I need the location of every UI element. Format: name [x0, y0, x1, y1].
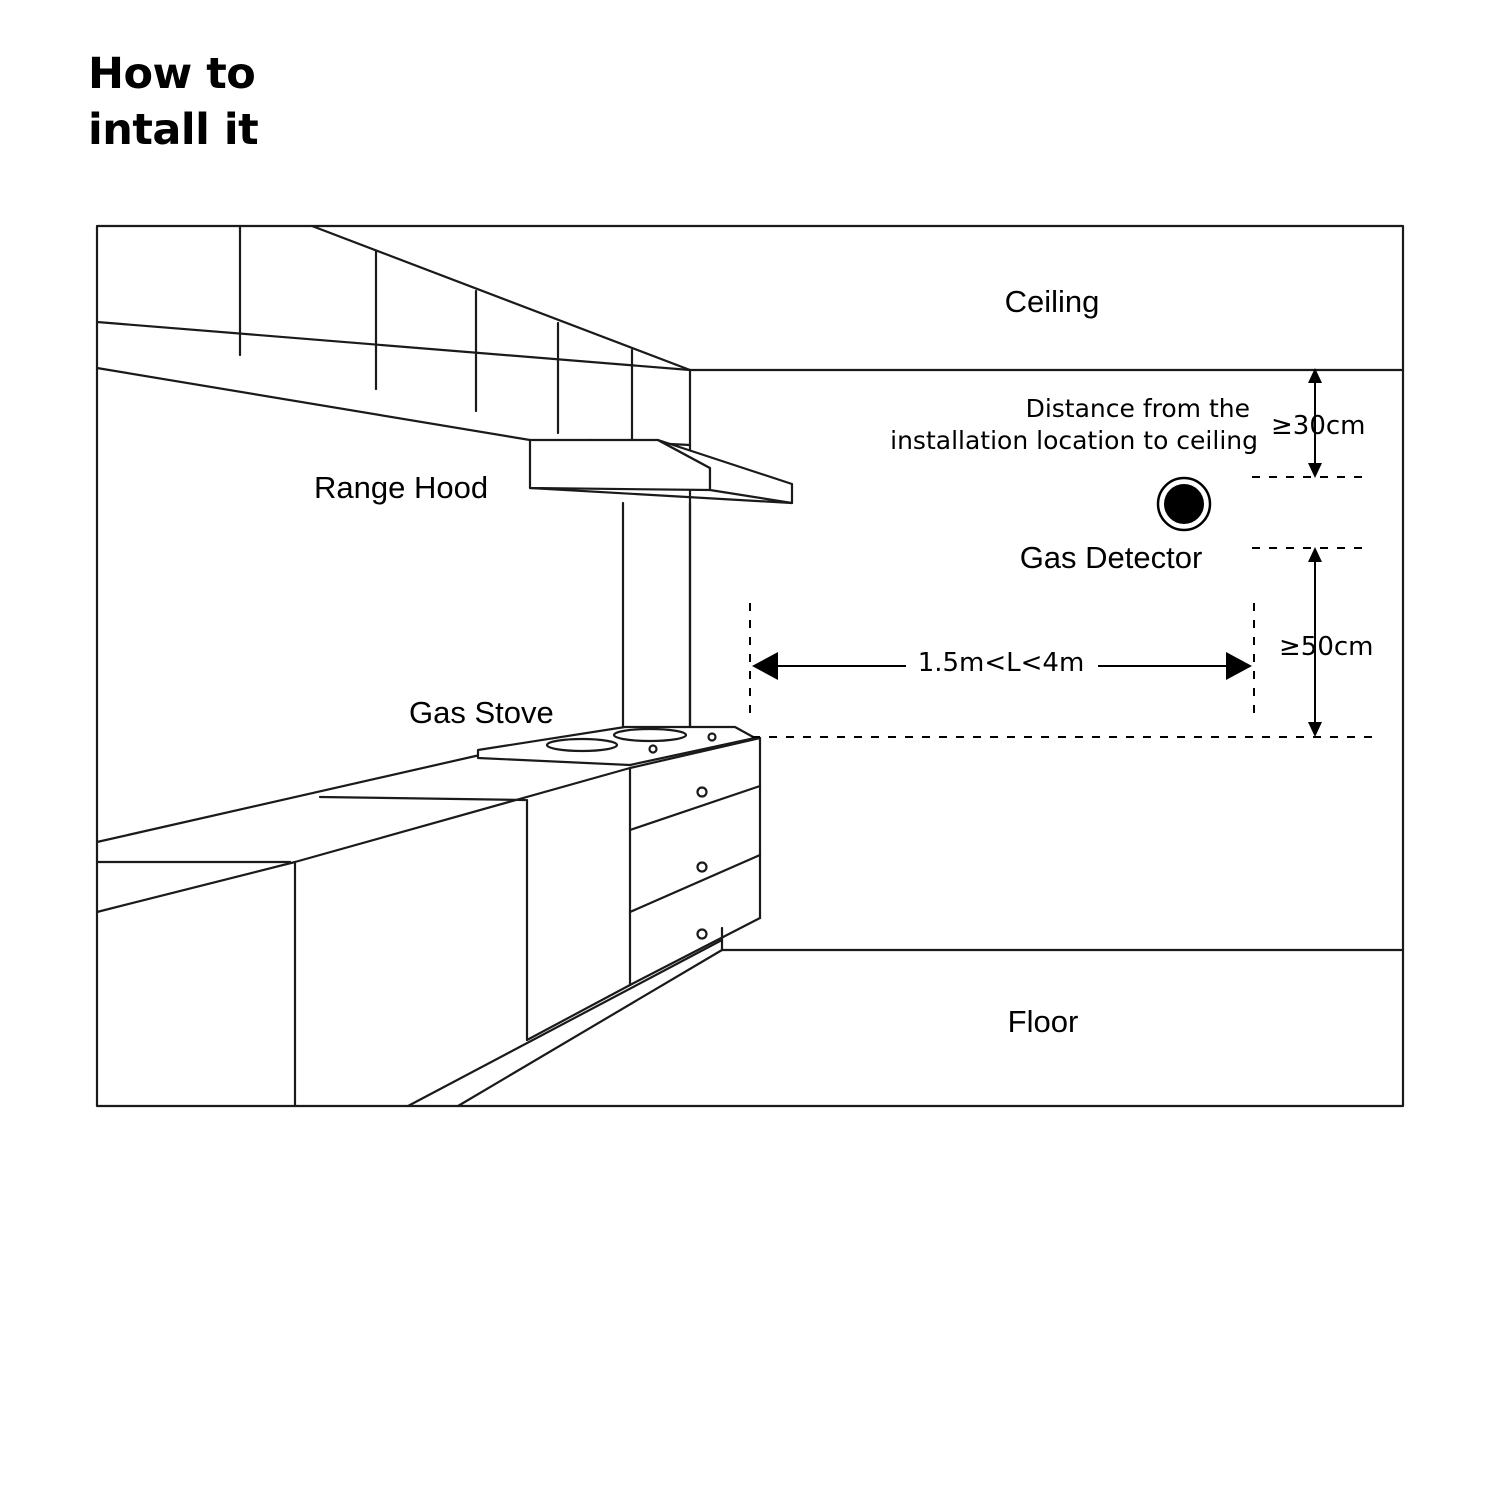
- gas-detector-icon: [1156, 476, 1212, 532]
- floor-skirting: [406, 926, 724, 1108]
- gas-stove-label: Gas Stove: [409, 695, 554, 730]
- horizontal-distance-label: 1.5m<L<4m: [918, 648, 1085, 678]
- arrow-right-icon: [1226, 652, 1252, 680]
- upper-cabinets: [95, 224, 692, 447]
- drawer-knob: [696, 861, 708, 873]
- arrow-up-icon: [1308, 368, 1322, 383]
- drawer-cabinet: [628, 736, 762, 987]
- range-hood: [528, 438, 794, 730]
- page-heading: How to intall it: [88, 46, 259, 158]
- floor-label: Floor: [1008, 1004, 1079, 1039]
- distance-note-line-1: Distance from the: [1026, 394, 1250, 423]
- arrow-left-icon: [752, 652, 778, 680]
- stove-clearance-label: ≥50cm: [1279, 632, 1374, 662]
- drawer-knob: [696, 786, 708, 798]
- gas-detector-label: Gas Detector: [1020, 540, 1203, 575]
- ceiling-clearance-label: ≥30cm: [1271, 411, 1366, 441]
- arrow-down-icon: [1308, 463, 1322, 478]
- ceiling-label: Ceiling: [1005, 284, 1100, 319]
- arrow-up-icon: [1308, 547, 1322, 562]
- range-hood-label: Range Hood: [314, 470, 488, 505]
- countertop: [95, 753, 632, 1108]
- drawer-knob: [696, 928, 708, 940]
- heading-line-1: How to: [88, 49, 256, 99]
- heading-line-2: intall it: [88, 105, 259, 155]
- diagram-frame: [95, 224, 1405, 1108]
- distance-note-line-2: installation location to ceiling: [890, 426, 1258, 455]
- arrow-down-icon: [1308, 722, 1322, 737]
- gas-stove: [476, 725, 757, 767]
